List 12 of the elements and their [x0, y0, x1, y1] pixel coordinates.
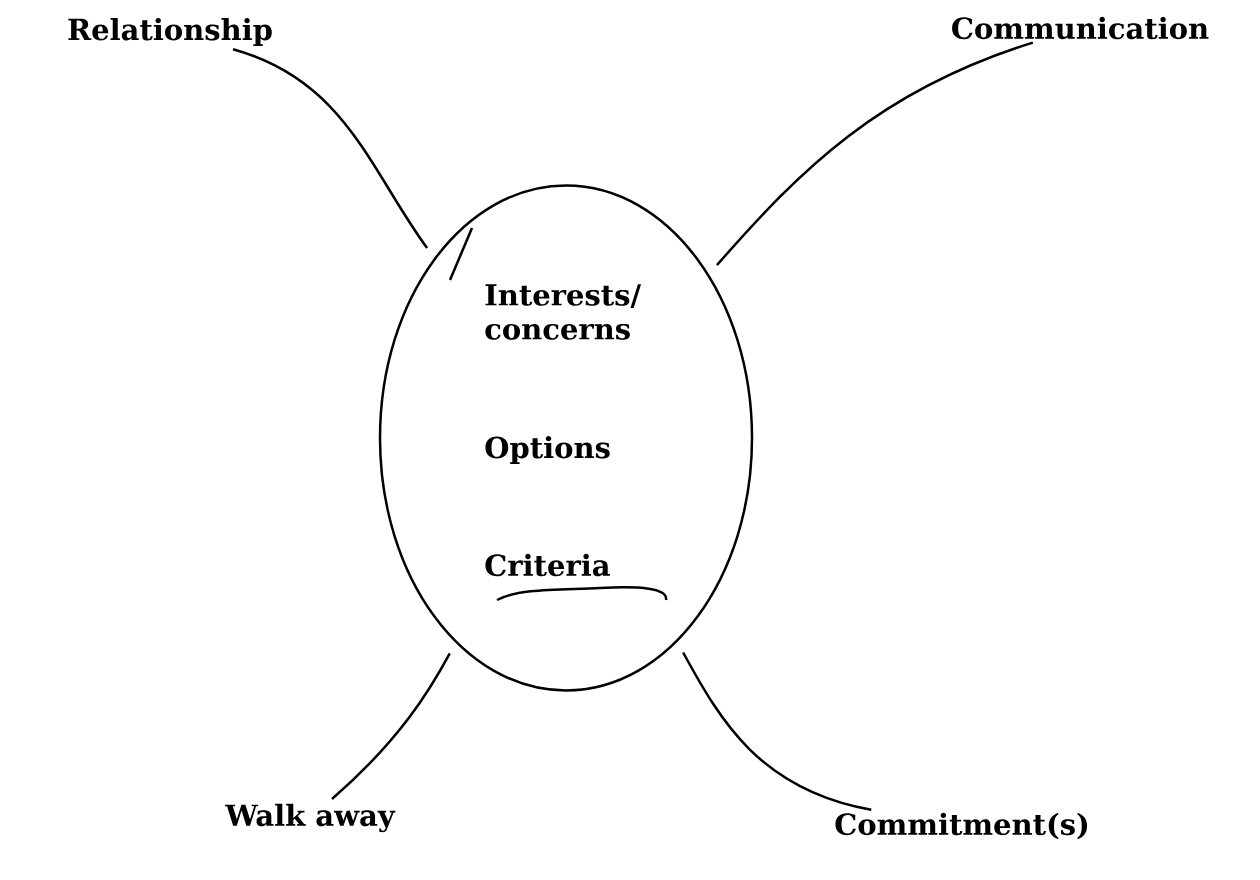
label: Communication	[952, 16, 1209, 40]
line	[682, 651, 872, 812]
oval	[378, 184, 754, 692]
label: Interests/ concerns	[485, 284, 642, 340]
label: Walk away	[225, 803, 396, 833]
line	[232, 48, 429, 249]
label: Relationship	[68, 17, 272, 47]
label: Commitment(s)	[835, 812, 1088, 840]
label: Criteria	[485, 553, 610, 577]
line	[331, 652, 451, 800]
line	[715, 41, 1034, 266]
label: Options	[485, 435, 610, 465]
